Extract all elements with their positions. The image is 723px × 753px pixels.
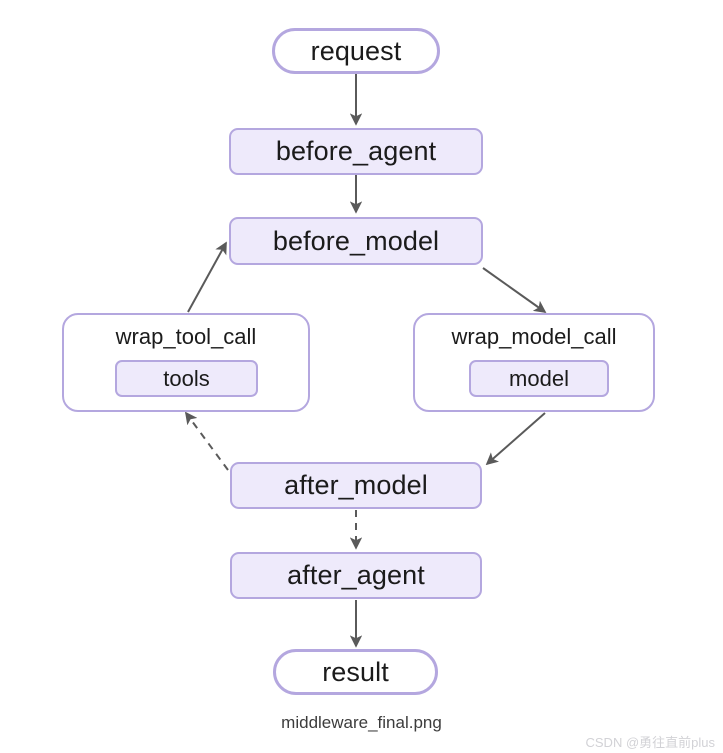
csdn-watermark: CSDN @勇往直前plus (585, 735, 716, 750)
node-result-label: result (322, 656, 389, 687)
edge-after-model-to-wrap-tool-call (184, 411, 229, 471)
node-tools[interactable]: tools (115, 360, 258, 397)
node-before-agent-label: before_agent (275, 136, 437, 166)
node-after-model-label: after_model (284, 470, 428, 500)
node-before-model[interactable]: before_model (229, 217, 483, 265)
node-model-label: model (509, 365, 569, 391)
edge-wrap-model-call-to-after-model (485, 412, 546, 466)
edge-before-model-to-wrap-model-call (482, 267, 547, 314)
node-model[interactable]: model (469, 360, 609, 397)
subgraph-wrap-model-call[interactable]: wrap_model_call model (413, 313, 655, 412)
subgraph-wrap-tool-call-title: wrap_tool_call (115, 324, 257, 349)
image-caption: middleware_final.png (281, 713, 442, 732)
node-request[interactable]: request (272, 28, 440, 74)
node-after-agent[interactable]: after_agent (230, 552, 482, 599)
node-before-agent[interactable]: before_agent (229, 128, 483, 175)
node-after-agent-label: after_agent (287, 560, 425, 590)
node-request-label: request (310, 35, 402, 66)
node-result[interactable]: result (273, 649, 438, 695)
edge-wrap-tool-call-to-before-model (187, 241, 227, 313)
node-before-model-label: before_model (272, 225, 440, 256)
subgraph-wrap-model-call-title: wrap_model_call (451, 324, 617, 349)
subgraph-wrap-tool-call[interactable]: wrap_tool_call tools (62, 313, 310, 412)
node-after-model[interactable]: after_model (230, 462, 482, 509)
node-tools-label: tools (163, 365, 210, 391)
